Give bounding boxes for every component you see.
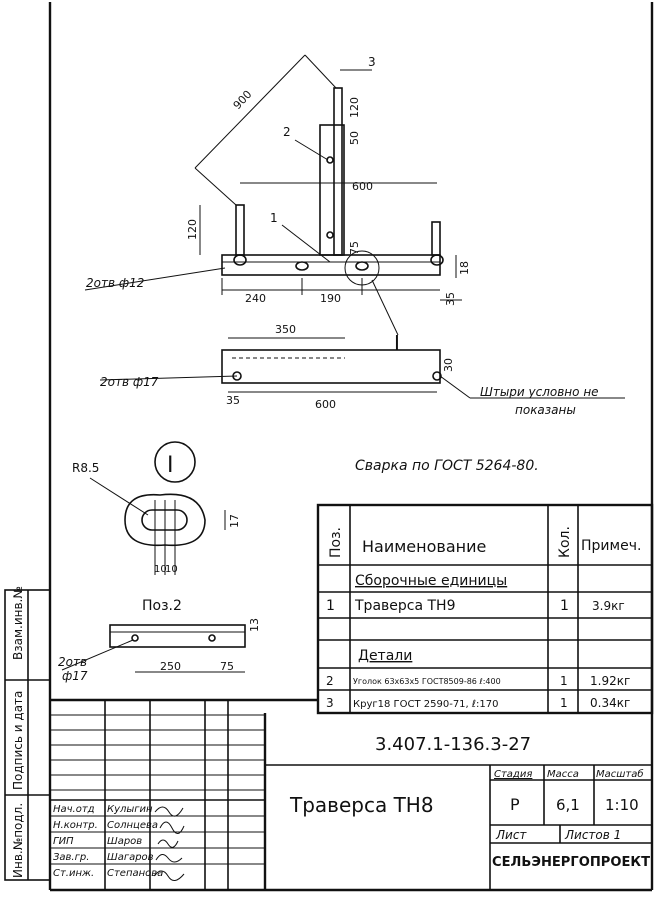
hole-note-12: 2отв ф12: [86, 276, 144, 290]
dim-radius: R8.5: [72, 461, 99, 475]
row-qty: 1: [560, 696, 568, 710]
signature-name: Кулыгин: [107, 804, 153, 815]
row-pos: 2: [326, 674, 334, 688]
detail-marker-label: I: [394, 331, 400, 355]
signature-role: ГИП: [53, 836, 74, 847]
dim-75: 75: [348, 241, 361, 255]
header-pos: Поз.: [328, 527, 344, 558]
position-1-label: 1: [270, 211, 278, 225]
row-pos: 1: [326, 598, 335, 614]
position-2-label: 2: [283, 125, 291, 139]
row-note: 1.92кг: [590, 674, 630, 688]
dim-30: 30: [442, 358, 455, 372]
main-view: [84, 54, 462, 336]
dim-35: 35: [444, 292, 457, 306]
header-name: Наименование: [362, 537, 486, 556]
dim-75-pos2: 75: [220, 660, 234, 673]
signature-role: Ст.инж.: [53, 868, 94, 879]
weld-note: Сварка по ГОСТ 5264-80.: [355, 458, 539, 474]
dim-350: 350: [275, 323, 296, 336]
signature-role: Нач.отд: [53, 804, 95, 815]
stage-value: Р: [510, 795, 520, 814]
sheets-label: Листов 1: [564, 828, 621, 842]
pos2-hole-note-b: ф17: [62, 669, 88, 683]
pins-note-line2: показаны: [515, 403, 576, 417]
side-label-replace: Взам.инв.№: [11, 586, 25, 660]
row-name: Траверса ТН9: [354, 598, 455, 614]
dim-13: 13: [248, 618, 261, 632]
row-name: Круг18 ГОСТ 2590-71, ℓ:170: [353, 699, 499, 710]
row-name: Детали: [358, 648, 412, 664]
dim-120-top: 120: [348, 97, 361, 118]
row-name: Сборочные единицы: [355, 573, 507, 589]
organization: СЕЛЬЭНЕРГОПРОЕКТ: [492, 855, 650, 870]
signature-name: Степанова: [107, 868, 163, 879]
side-label-sign: Подпись и дата: [11, 691, 25, 790]
dim-600: 600: [352, 180, 373, 193]
row-pos: 3: [326, 696, 334, 710]
pos2-title: Поз.2: [142, 598, 182, 614]
side-label-inv: Инв.№подл.: [11, 803, 25, 878]
spec-table-grid: [316, 503, 654, 715]
handwritten-signatures: [153, 806, 185, 881]
signature-name: Шаров: [107, 836, 142, 847]
scale-value: 1:10: [605, 796, 639, 814]
dim-10a: 10: [154, 564, 167, 575]
detail-marker-circle-label: I: [167, 453, 174, 478]
mass-value: 6,1: [556, 796, 580, 814]
hole-note-17: 2отв ф17: [100, 375, 159, 389]
dim-35-plan: 35: [226, 394, 240, 407]
pos2-view: [61, 624, 246, 673]
dim-900: 900: [231, 88, 255, 112]
mass-label: Масса: [547, 769, 579, 780]
header-qty: Кол.: [557, 526, 573, 558]
stage-label: Стадия: [494, 769, 532, 780]
row-note: 0.34кг: [590, 696, 630, 710]
dim-120-left: 120: [186, 219, 199, 240]
drawing-title: Траверса ТН8: [289, 793, 434, 817]
row-name: Уголок 63х63х5 ГОСТ8509-86 ℓ:400: [353, 677, 501, 686]
dim-600-plan: 600: [315, 398, 336, 411]
row-qty: 1: [560, 598, 569, 614]
dim-240: 240: [245, 292, 266, 305]
dim-18: 18: [458, 261, 471, 275]
row-note: 3.9кг: [592, 599, 625, 613]
dim-190: 190: [320, 292, 341, 305]
scale-label: Масштаб: [596, 768, 644, 780]
signature-name: Солнцева: [107, 820, 158, 831]
header-note: Примеч.: [581, 538, 641, 554]
pos2-hole-note-a: 2отв: [58, 655, 87, 669]
detail-view: [89, 441, 226, 575]
plan-view: [99, 337, 625, 399]
row-qty: 1: [560, 674, 568, 688]
dim-50: 50: [348, 131, 361, 145]
signature-role: Зав.гр.: [53, 852, 89, 863]
title-block-grid: [4, 589, 652, 890]
dim-10b: 10: [165, 564, 178, 575]
dim-250: 250: [160, 660, 181, 673]
dim-17: 17: [228, 514, 241, 528]
pins-note-line1: Штыри условно не: [480, 385, 599, 399]
position-3-label: 3: [368, 55, 376, 69]
sheet-label: Лист: [495, 828, 527, 842]
signature-role: Н.контр.: [53, 820, 98, 831]
signature-name: Шагаров: [107, 852, 154, 863]
doc-code: 3.407.1-136.3-27: [375, 734, 531, 755]
